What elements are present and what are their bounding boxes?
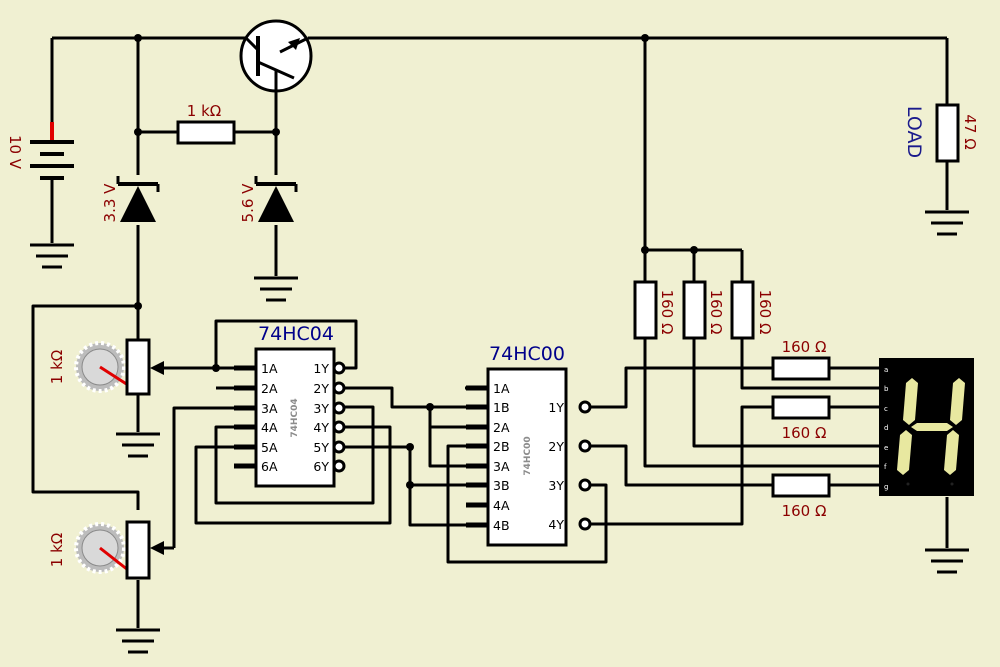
display-pin-e: e [884,444,888,452]
hc00-pin-2y: 2Y [548,439,564,454]
chip-74hc00-left-pins [466,385,488,528]
battery-label: 10 V [6,135,24,170]
hc00-pin-1b: 1B [493,400,510,415]
hc04-pin-6a: 6A [261,459,278,474]
ground-load [925,210,969,236]
hc04-pin-1y: 1Y [313,361,329,376]
segment-resistor-2-label: 160 Ω [782,424,827,442]
hc00-pin-1a: 1A [493,381,510,396]
chip-74hc04-name: 74HC04 [258,323,334,345]
vertical-resistor-2-label: 160 Ω [707,290,725,335]
display-pin-d: d [884,424,888,432]
chip-74hc04-left-pins [234,365,256,469]
hc00-pin-1y: 1Y [548,400,564,415]
hc04-pin-2y: 2Y [313,381,329,396]
seven-segment-display: a b c d e f g [879,358,974,496]
pot-top-label: 1 kΩ [48,350,66,384]
hc04-pin-5a: 5A [261,440,278,455]
hc00-pin-4y: 4Y [548,517,564,532]
hc00-pin-3a: 3A [493,459,510,474]
hc04-pin-5y: 5Y [313,440,329,455]
ground-pot-top [116,432,160,458]
pot-bottom-label: 1 kΩ [48,533,66,567]
hc04-pin-2a: 2A [261,381,278,396]
chip-74hc04: 74HC04 74HC04 1A 2A 3A 4A 5A 6A 1Y 2Y 3Y… [234,323,346,488]
hc00-pin-2b: 2B [493,439,510,454]
ground-pot-bottom [116,628,160,654]
hc04-pin-3a: 3A [261,401,278,416]
hc00-pin-3b: 3B [493,478,510,493]
zener-right: 5.6 V [239,176,298,223]
resistor-1k-label: 1 kΩ [187,102,221,120]
segment-resistor-3-label: 160 Ω [782,502,827,520]
chip-74hc00-name: 74HC00 [489,343,565,365]
load-label: LOAD [903,106,925,158]
junction-dots [134,34,698,489]
hc04-pin-4y: 4Y [313,420,329,435]
chip-74hc04-right-pins [332,361,346,473]
resistor-1k: 1 kΩ [176,102,236,145]
hc00-pin-4a: 4A [493,498,510,513]
display-pin-f: f [884,463,887,471]
hc04-pin-4a: 4A [261,420,278,435]
ground-symbols [30,210,969,654]
display-lit-segments [897,378,965,475]
hc00-pin-2a: 2A [493,420,510,435]
ground-display [925,548,969,574]
battery: 10 V [6,122,74,180]
chip-74hc04-side-label: 74HC04 [290,398,300,437]
zener-left-label: 3.3 V [101,183,119,223]
display-pin-b: b [884,385,889,393]
display-pin-g: g [884,483,888,491]
display-pin-a: a [884,366,888,374]
chip-74hc00-right-pins [578,400,592,531]
chip-74hc00-side-label: 74HC00 [523,436,533,475]
chip-74hc00: 74HC00 74HC00 1A 1B 2A 2B 3A 3B 4A 4B 1Y… [466,343,592,547]
potentiometer-bottom[interactable]: 1 kΩ [48,520,174,580]
load-value: 47 Ω [961,114,979,149]
ground-zener [254,276,298,302]
vertical-resistor-1-label: 160 Ω [658,290,676,335]
hc04-pin-1a: 1A [261,361,278,376]
hc00-pin-3y: 3Y [548,478,564,493]
zener-left: 3.3 V [101,176,160,223]
vertical-resistor-3-label: 160 Ω [756,290,774,335]
hc00-pin-4b: 4B [493,518,510,533]
npn-transistor [239,19,313,93]
potentiometer-top[interactable]: 1 kΩ [48,338,172,396]
zener-right-label: 5.6 V [239,183,257,223]
segment-resistor-1-label: 160 Ω [782,338,827,356]
hc04-pin-3y: 3Y [313,401,329,416]
segment-resistors: 160 Ω 160 Ω 160 Ω [771,338,831,520]
ground-battery [30,243,74,269]
vertical-resistors: 160 Ω 160 Ω 160 Ω [633,280,774,340]
display-pin-c: c [884,405,888,413]
load-resistor: 47 Ω LOAD [903,103,979,163]
hc04-pin-6y: 6Y [313,459,329,474]
